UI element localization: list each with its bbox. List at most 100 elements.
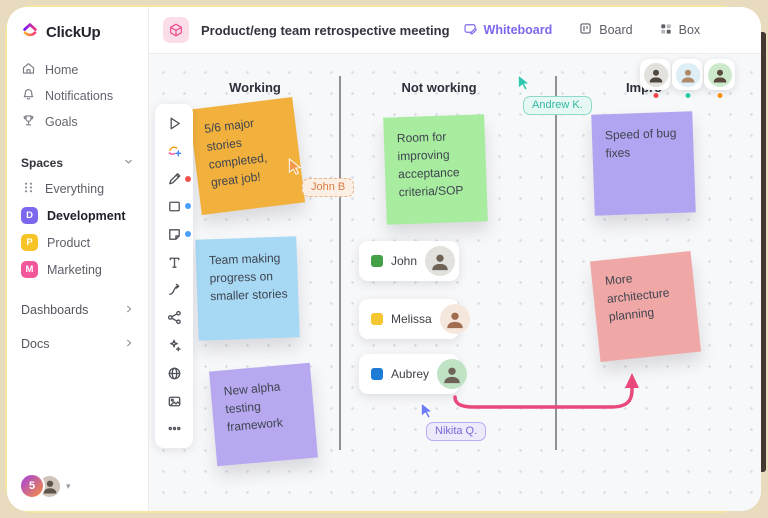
clickup-window: ClickUp Home Notifications xyxy=(7,7,761,511)
column-header-not-working: Not working xyxy=(401,80,477,95)
chevron-right-icon xyxy=(124,337,134,351)
member-name: Melissa xyxy=(391,312,432,326)
sidebar-item-label: Development xyxy=(47,208,126,223)
shape-tool-badge xyxy=(185,203,191,210)
sidebar-item-product[interactable]: P Product xyxy=(7,229,148,256)
sidebar-item-everything[interactable]: Everything xyxy=(7,175,148,202)
presence-status-dot xyxy=(716,92,723,99)
presence-avatar-chip[interactable] xyxy=(704,59,735,99)
sticky-note[interactable]: 5/6 major stories completed, great job! xyxy=(188,97,306,215)
spaces-section-header[interactable]: Spaces xyxy=(7,150,148,175)
tab-whiteboard[interactable]: Whiteboard xyxy=(450,21,566,39)
pen-tool[interactable] xyxy=(155,169,193,189)
collaborator-cursor-nikita-q xyxy=(419,401,435,425)
avatar xyxy=(439,304,470,334)
text-tool[interactable] xyxy=(155,252,193,272)
tab-box[interactable]: Box xyxy=(646,22,714,39)
sticky-note-tool[interactable] xyxy=(155,224,193,244)
main-panel: Product/eng team retrospective meeting W… xyxy=(149,7,761,511)
member-color-swatch xyxy=(371,368,383,380)
image-tool[interactable] xyxy=(155,391,193,411)
sticky-note[interactable]: Room for improving acceptance criteria/S… xyxy=(383,114,488,225)
column-divider-line xyxy=(555,76,557,450)
trophy-icon xyxy=(21,113,36,131)
sidebar-item-development[interactable]: D Development xyxy=(7,202,148,229)
user-account-area[interactable]: 5 ▾ xyxy=(7,473,148,499)
collaborator-cursor-andrew-k xyxy=(516,73,532,97)
ai-tool[interactable] xyxy=(155,141,193,161)
avatar xyxy=(707,62,732,87)
backdrop-shadow-band xyxy=(756,32,766,472)
member-card-melissa[interactable]: Melissa xyxy=(359,299,470,339)
sidebar-item-label: Marketing xyxy=(47,262,102,277)
bell-icon xyxy=(21,87,36,105)
presence-avatar-chip[interactable] xyxy=(640,59,671,99)
avatar xyxy=(437,359,468,389)
sidebar-item-home[interactable]: Home xyxy=(7,57,148,83)
sidebar-item-label: Notifications xyxy=(45,89,114,103)
tab-label: Whiteboard xyxy=(483,23,553,37)
board-icon xyxy=(578,21,593,39)
tab-label: Box xyxy=(678,23,701,37)
sticky-note[interactable]: Team making progress on smaller stories xyxy=(195,236,300,341)
space-badge-product: P xyxy=(21,234,38,251)
member-color-swatch xyxy=(371,255,383,267)
member-color-swatch xyxy=(371,313,383,325)
home-icon xyxy=(21,61,36,79)
sticky-note[interactable]: Speed of bug fixes xyxy=(591,111,696,216)
sidebar-item-dashboards[interactable]: Dashboards xyxy=(7,297,148,323)
box-grid-icon xyxy=(659,22,673,39)
mind-map-tool[interactable] xyxy=(155,308,193,328)
sticky-note-tool-badge xyxy=(185,231,191,238)
whiteboard-toolbar xyxy=(155,104,193,448)
column-header-working: Working xyxy=(229,80,281,95)
spaces-header-label: Spaces xyxy=(21,155,64,170)
pen-tool-badge xyxy=(185,175,191,182)
more-tools[interactable] xyxy=(155,419,193,439)
clickup-logo-icon xyxy=(21,21,39,44)
sidebar-item-goals[interactable]: Goals xyxy=(7,109,148,135)
topbar: Product/eng team retrospective meeting W… xyxy=(149,7,761,54)
whiteboard-doc-icon xyxy=(163,17,189,43)
clickup-logo[interactable]: ClickUp xyxy=(7,20,148,44)
tab-board[interactable]: Board xyxy=(565,21,645,39)
sidebar-item-marketing[interactable]: M Marketing xyxy=(7,256,148,283)
embed-tool[interactable] xyxy=(155,363,193,383)
connector-tool[interactable] xyxy=(155,280,193,300)
chevron-down-icon: ▾ xyxy=(66,480,71,491)
magic-tool[interactable] xyxy=(155,336,193,356)
sticky-note[interactable]: More architecture planning xyxy=(589,250,702,363)
sidebar-item-docs[interactable]: Docs xyxy=(7,331,148,357)
sidebar-item-label: Home xyxy=(45,63,79,77)
presence-avatar-chip[interactable] xyxy=(672,59,703,99)
collaborator-label-andrew-k: Andrew K. xyxy=(523,96,592,115)
grid-icon xyxy=(21,180,36,198)
chevron-down-icon xyxy=(123,156,134,170)
whiteboard-icon xyxy=(463,21,478,39)
sidebar-item-label: Product xyxy=(47,235,91,250)
sidebar-item-label: Everything xyxy=(45,181,105,196)
sidebar-item-notifications[interactable]: Notifications xyxy=(7,83,148,109)
shape-tool[interactable] xyxy=(155,196,193,216)
whiteboard-canvas[interactable]: Working Not working Impro xyxy=(149,54,761,511)
sidebar: ClickUp Home Notifications xyxy=(7,7,149,511)
chevron-right-icon xyxy=(124,303,134,317)
sidebar-item-label: Goals xyxy=(45,115,78,129)
collaborator-cursor-john-b xyxy=(287,157,303,181)
sidebar-item-label: Docs xyxy=(21,337,50,351)
space-badge-development: D xyxy=(21,207,38,224)
presence-status-dot xyxy=(684,92,691,99)
collaborator-label-nikita-q: Nikita Q. xyxy=(426,422,487,441)
avatar xyxy=(425,246,456,276)
tab-label: Board xyxy=(599,23,633,37)
avatar xyxy=(675,62,700,87)
column-divider-line xyxy=(339,76,341,450)
select-tool[interactable] xyxy=(155,113,193,133)
page-title: Product/eng team retrospective meeting xyxy=(201,22,450,38)
member-name: Aubrey xyxy=(391,367,430,381)
presence-status-dot xyxy=(652,92,659,99)
member-name: John xyxy=(391,254,418,268)
member-card-john[interactable]: John xyxy=(359,241,459,281)
member-card-aubrey[interactable]: Aubrey xyxy=(359,354,468,394)
sticky-note[interactable]: New alpha testing framework xyxy=(209,362,318,467)
